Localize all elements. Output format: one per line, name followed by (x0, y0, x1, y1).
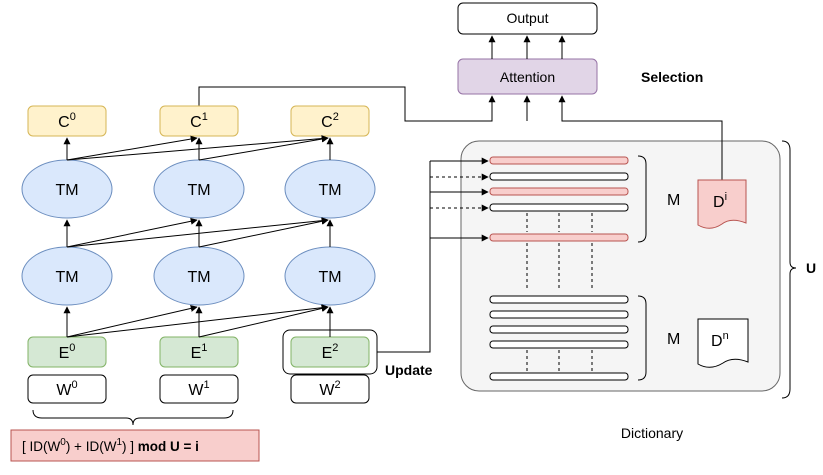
word-node-1: W1 (159, 374, 239, 404)
svg-text:E0: E0 (59, 342, 76, 362)
word-index: 0 (71, 379, 77, 391)
formula-sup-1: 1 (116, 437, 122, 448)
update-line (377, 161, 431, 353)
tm-label: TM (55, 182, 78, 199)
embedding-node-0: E0 (27, 336, 107, 368)
formula-open: [ ID(W (22, 439, 60, 454)
word-node-2: W2 (290, 374, 370, 404)
formula-box (10, 429, 260, 462)
svg-text:W1: W1 (188, 379, 209, 399)
tm-label: TM (187, 269, 210, 286)
word-label: W (319, 382, 335, 399)
context-index: 2 (333, 111, 339, 123)
context-label: C (58, 114, 70, 131)
svg-text:Dn: Dn (711, 330, 729, 350)
embedding-index: 0 (69, 342, 75, 354)
context-index: 1 (202, 111, 208, 123)
di-to-attention-line (558, 95, 723, 198)
context-index: 0 (70, 111, 76, 123)
formula-text: [ ID(W0) + ID(W1) ] mod U = i (22, 437, 199, 454)
document-i-index: i (725, 191, 727, 203)
formula-mid: ) + ID(W (66, 439, 117, 454)
memory-slot (489, 310, 629, 319)
memory-slot (489, 172, 629, 181)
tm-label: TM (318, 269, 341, 286)
word-label: W (188, 382, 204, 399)
context-label: C (190, 114, 202, 131)
svg-text:Di: Di (713, 191, 727, 211)
formula-bold: mod U = i (138, 439, 199, 454)
svg-text:C2: C2 (321, 111, 339, 131)
embedding-index: 2 (332, 342, 338, 354)
word-node-0: W0 (27, 374, 107, 404)
context-node-2: C2 (290, 105, 370, 137)
word-label: W (56, 382, 72, 399)
w-brace (32, 409, 234, 426)
memory-slot (489, 295, 629, 304)
document-n-icon (697, 318, 749, 368)
memory-ellipsis-lines (526, 213, 593, 371)
memory-bracket-lower (637, 295, 647, 381)
formula-sup-0: 0 (60, 437, 66, 448)
embedding-index: 1 (201, 342, 207, 354)
document-n-index: n (723, 330, 729, 342)
u-brace (781, 140, 797, 399)
memory-slot (489, 325, 629, 334)
selection-label: Selection (641, 69, 703, 85)
memory-slot-highlighted (489, 156, 629, 165)
memory-slot-highlighted (489, 187, 629, 196)
svg-text:E1: E1 (191, 342, 208, 362)
memory-slot (489, 372, 629, 381)
svg-text:C0: C0 (58, 111, 76, 131)
memory-label-lower: M (667, 331, 680, 348)
embedding-node-1: E1 (159, 336, 239, 368)
dictionary-label: Dictionary (621, 425, 683, 441)
embedding-label: E (322, 345, 333, 362)
embedding-label: E (59, 345, 70, 362)
svg-text:E2: E2 (322, 342, 339, 362)
memory-block-upper (489, 156, 629, 242)
embedding-label: E (191, 345, 202, 362)
c1-to-attention-line (198, 86, 496, 122)
tm-label: TM (318, 182, 341, 199)
diagonal-arrows (66, 135, 329, 338)
context-node-0: C0 (27, 105, 107, 137)
svg-text:W2: W2 (319, 379, 340, 399)
tm-label: TM (55, 269, 78, 286)
svg-text:W0: W0 (56, 379, 77, 399)
memory-block-lower (489, 295, 629, 381)
svg-text:C1: C1 (190, 111, 208, 131)
memory-slot (489, 340, 629, 349)
output-label: Output (506, 10, 548, 26)
attention-label: Attention (500, 69, 555, 85)
output-box (457, 2, 598, 35)
word-index: 1 (203, 379, 209, 391)
tm-label: TM (187, 182, 210, 199)
memory-slot (489, 203, 629, 212)
document-n-label: D (711, 333, 723, 350)
memory-bracket-upper (637, 155, 647, 243)
document-i-label: D (713, 194, 725, 211)
memory-label-upper: M (667, 192, 680, 209)
embedding-node-2: E2 (290, 336, 370, 368)
formula-close: ) ] (122, 439, 138, 454)
update-label: Update (385, 362, 433, 378)
word-index: 2 (334, 379, 340, 391)
context-node-1: C1 (159, 105, 239, 137)
memory-slot-highlighted (489, 233, 629, 242)
context-label: C (321, 114, 333, 131)
u-label: U (806, 260, 816, 276)
document-i-icon (697, 179, 747, 229)
